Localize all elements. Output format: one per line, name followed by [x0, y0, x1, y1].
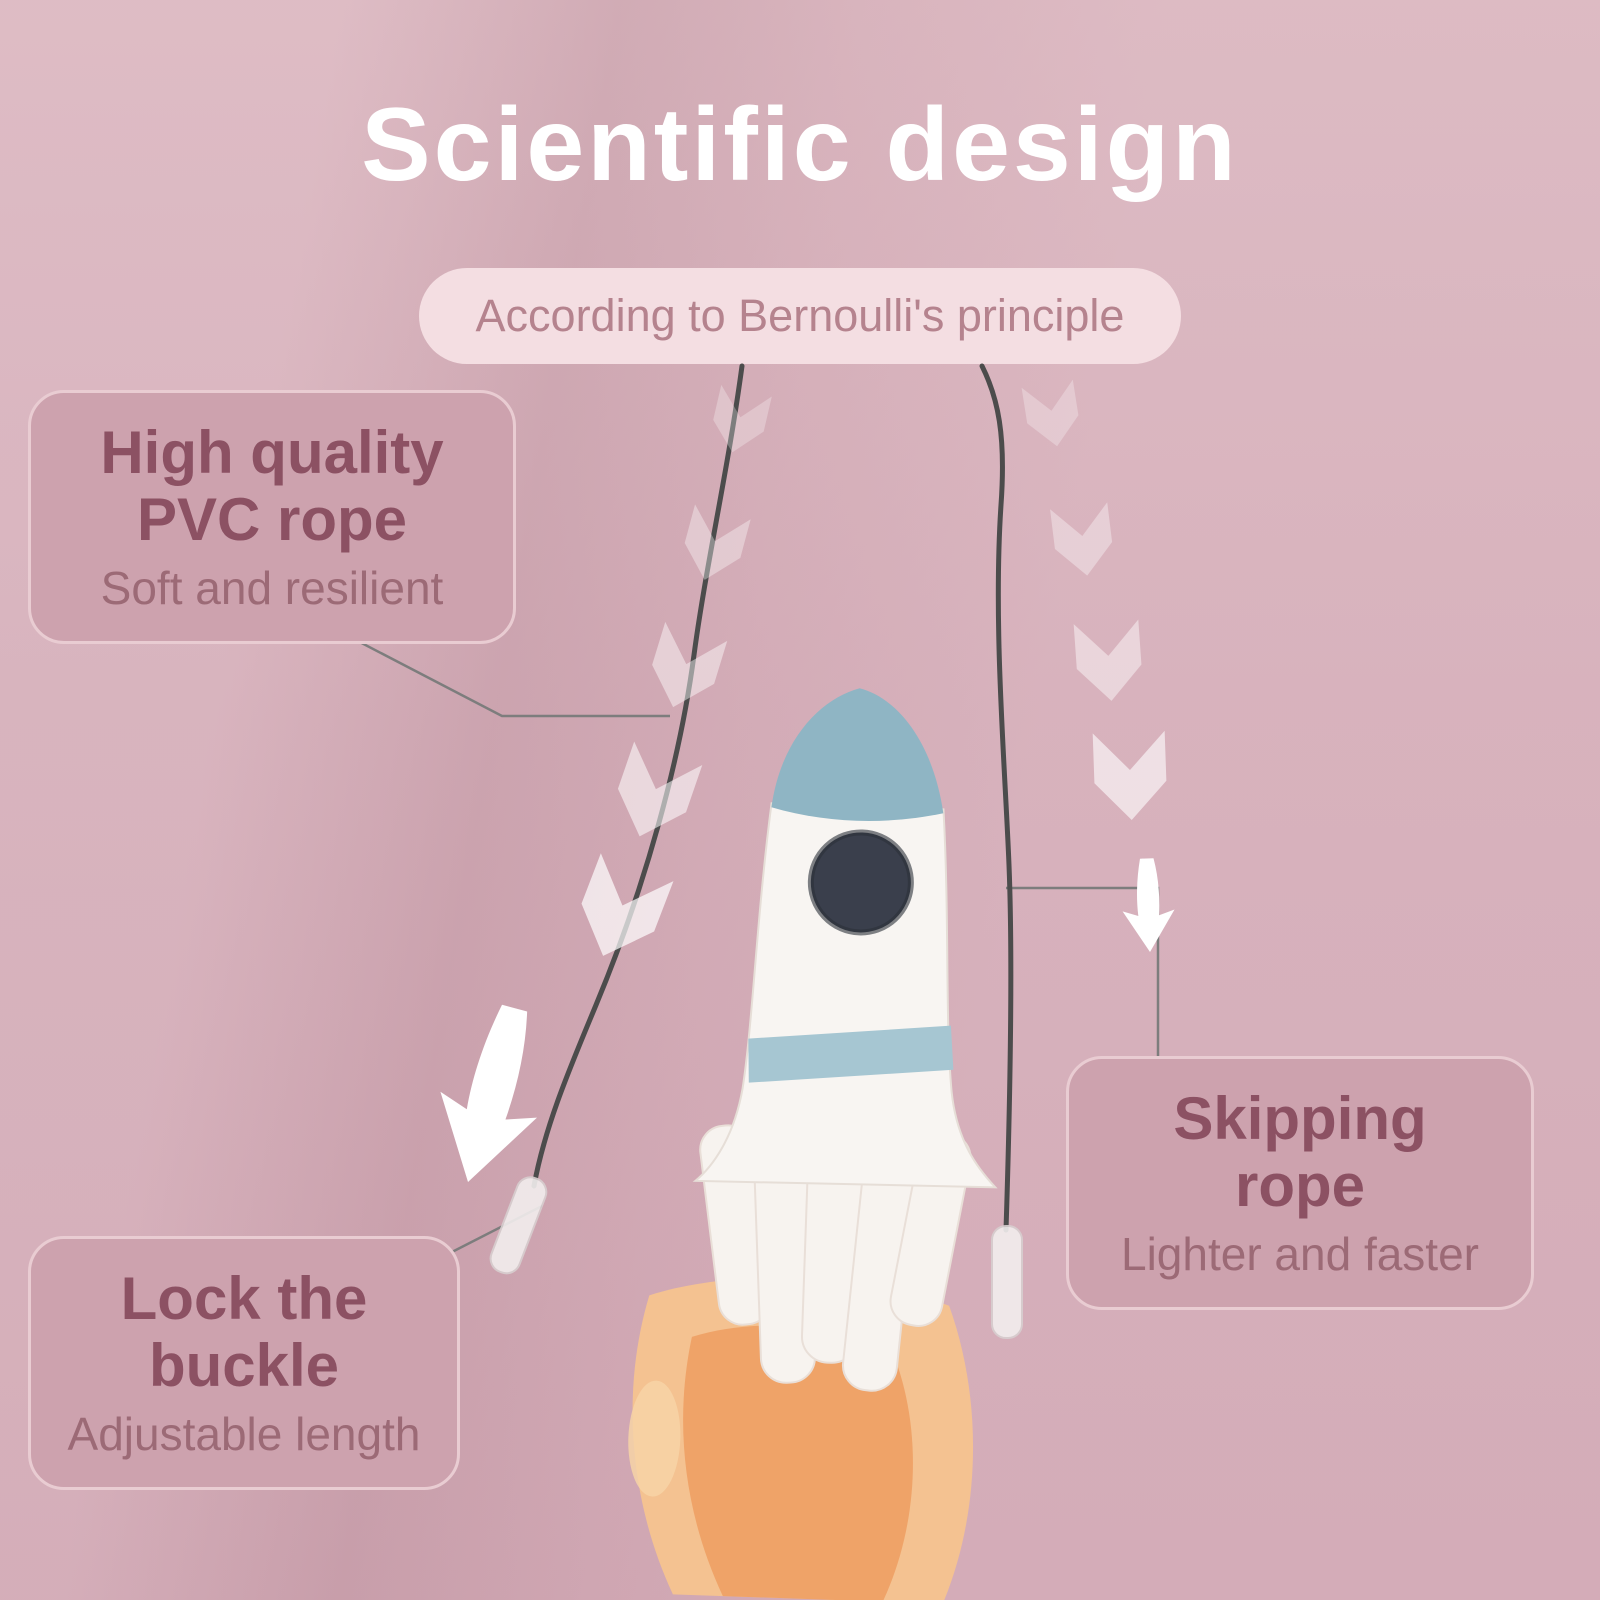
right-handle	[991, 1225, 1023, 1339]
rocket-body	[692, 802, 998, 1189]
left-handle	[489, 1176, 548, 1275]
principle-banner-text: According to Bernoulli's principle	[475, 290, 1125, 341]
callout-lock-buckle: Lock the buckle Adjustable length	[28, 1236, 460, 1491]
callout-pvc-rope-heading: High quality PVC rope	[100, 419, 444, 554]
callout-pvc-rope: High quality PVC rope Soft and resilient	[28, 390, 516, 645]
down-arrows-right	[1021, 379, 1176, 953]
callout-skipping-rope-heading: Skipping rope	[1173, 1085, 1427, 1220]
rocket-window-ring	[807, 829, 914, 936]
connector-skipping-rope	[1006, 886, 1160, 1056]
down-arrow-icon	[1120, 857, 1176, 953]
right-rope	[979, 363, 1014, 1233]
page-title: Scientific design	[361, 87, 1239, 203]
rocket-window	[810, 832, 911, 933]
rocket-nose	[771, 688, 944, 821]
down-arrow-icon	[1021, 379, 1083, 451]
callout-lock-buckle-subtext: Adjustable length	[67, 1408, 421, 1461]
callout-skipping-rope: Skipping rope Lighter and faster	[1066, 1056, 1534, 1311]
rocket-stripe	[748, 1025, 954, 1083]
down-arrow-icon	[1092, 730, 1168, 822]
callout-skipping-rope-subtext: Lighter and faster	[1120, 1228, 1479, 1281]
principle-banner: According to Bernoulli's principle	[419, 268, 1181, 364]
callout-pvc-rope-subtext: Soft and resilient	[100, 562, 444, 615]
rope-handles	[489, 1176, 1023, 1339]
down-arrow-icon	[1050, 502, 1116, 580]
down-arrow-icon	[419, 995, 563, 1195]
rocket-illustration	[628, 688, 998, 1600]
down-arrow-icon	[1073, 619, 1144, 704]
connector-pvc-rope	[351, 636, 670, 718]
down-arrow-icon	[566, 853, 674, 970]
down-arrow-icon	[676, 504, 751, 588]
callout-lock-buckle-heading: Lock the buckle	[120, 1265, 368, 1400]
